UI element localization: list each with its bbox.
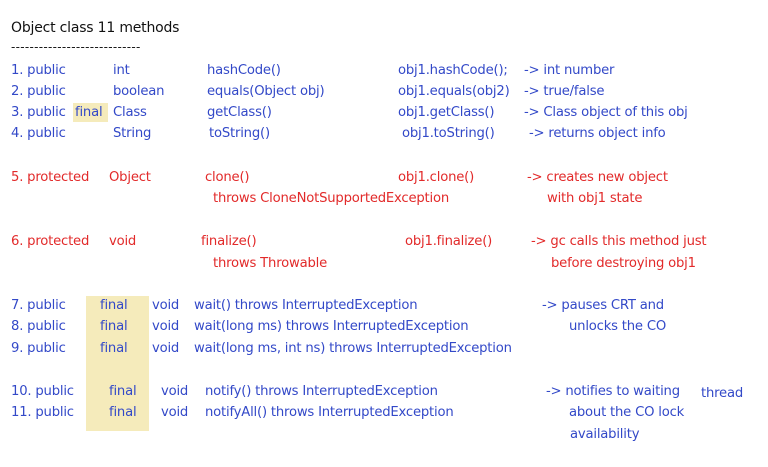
row-7-note: -> pauses CRT and [542,298,664,313]
row-6-type: void [109,234,137,249]
row-10-method: notify() throws InterruptedException [205,384,438,399]
row-9-num: 9. public [11,341,66,356]
row-5-num: 5. protected [11,170,90,185]
row-1-type: int [113,63,130,78]
row-5-usage: obj1.clone() [398,170,475,185]
row-5-method-throws: throws CloneNotSupportedException [213,191,450,206]
row-6-usage: obj1.finalize() [405,234,493,249]
row-11-mod: final [109,405,137,420]
final-highlight-block [86,296,149,431]
row-1-num: 1. public [11,63,66,78]
row-2-type: boolean [113,84,165,99]
row-11-note-cont: availability [570,427,640,442]
row-9-mod: final [100,341,128,356]
row-7-mod: final [100,298,128,313]
row-10-type: void [161,384,189,399]
row-2-usage: obj1.equals(obj2) [398,84,510,99]
row-7-type: void [152,298,180,313]
row-10-mod: final [109,384,137,399]
row-8-note: unlocks the CO [569,319,667,334]
row-3-mod: final [75,105,103,120]
row-6-method-throws: throws Throwable [213,256,328,271]
row-1-note: -> int number [524,63,615,78]
row-5-type: Object [109,170,151,185]
row-11-note: about the CO lock [569,405,685,420]
row-5-note: -> creates new object [527,170,668,185]
row-7-num: 7. public [11,298,66,313]
row-10-num: 10. public [11,384,74,399]
row-6-note: -> gc calls this method just [531,234,707,249]
page-title: Object class 11 methods [11,20,180,36]
row-10-note-thread: thread [701,386,744,401]
row-11-type: void [161,405,189,420]
row-6-note-cont: before destroying obj1 [551,256,696,271]
row-5-method: clone() [205,170,250,185]
row-4-type: String [113,126,152,141]
row-1-method: hashCode() [207,63,281,78]
row-8-num: 8. public [11,319,66,334]
row-3-type: Class [113,105,147,120]
row-3-method: getClass() [207,105,272,120]
row-4-note: -> returns object info [529,126,666,141]
final-highlight-row3 [73,103,108,122]
row-2-method: equals(Object obj) [207,84,325,99]
row-4-num: 4. public [11,126,66,141]
row-4-usage: obj1.toString() [402,126,495,141]
row-11-num: 11. public [11,405,74,420]
row-7-method: wait() throws InterruptedException [194,298,418,313]
row-4-method: toString() [209,126,270,141]
row-9-type: void [152,341,180,356]
row-6-num: 6. protected [11,234,90,249]
row-10-note: -> notifies to waiting [546,384,680,399]
row-6-method: finalize() [201,234,257,249]
row-5-note-cont: with obj1 state [547,191,643,206]
row-11-method: notifyAll() throws InterruptedException [205,405,454,420]
row-3-num: 3. public [11,105,66,120]
row-3-usage: obj1.getClass() [398,105,495,120]
row-8-type: void [152,319,180,334]
row-9-method: wait(long ms, int ns) throws Interrupted… [194,341,512,356]
title-underline: ---------------------------- [11,40,141,54]
row-3-note: -> Class object of this obj [524,105,688,120]
row-1-usage: obj1.hashCode(); [398,63,508,78]
row-8-mod: final [100,319,128,334]
row-8-method: wait(long ms) throws InterruptedExceptio… [194,319,469,334]
row-2-note: -> true/false [524,84,605,99]
row-2-num: 2. public [11,84,66,99]
